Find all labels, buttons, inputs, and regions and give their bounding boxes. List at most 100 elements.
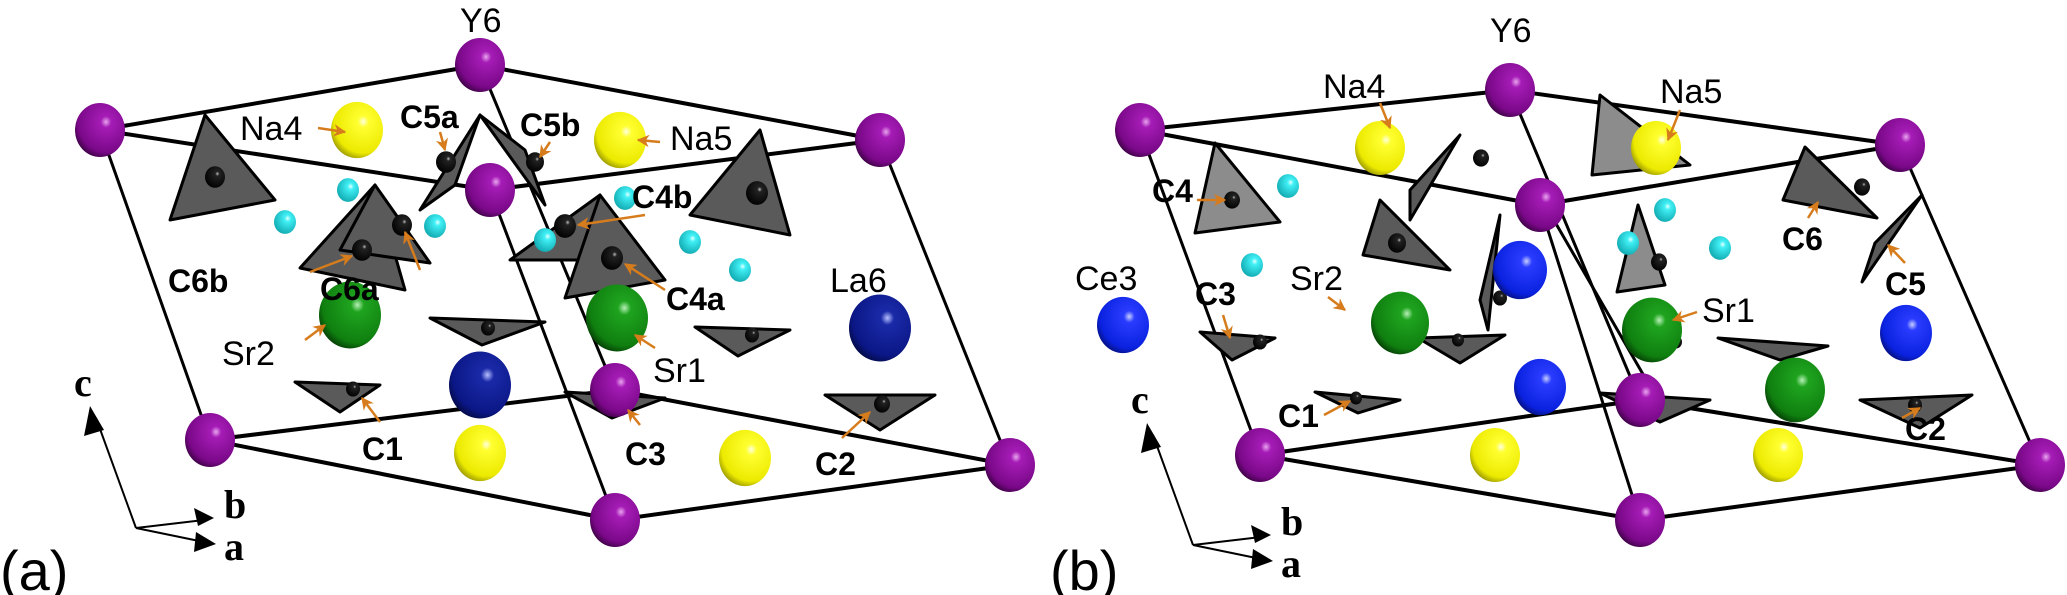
axis-b-line — [135, 519, 205, 529]
atom-y — [455, 38, 505, 92]
arrow-c1 — [1323, 399, 1352, 417]
atom-y — [1235, 428, 1285, 482]
cell-edge — [613, 463, 1012, 522]
atom-c — [874, 395, 890, 413]
atom-na — [1470, 428, 1520, 482]
atom-label-na4: Na4 — [1323, 68, 1385, 106]
panel-label: (a) — [0, 539, 68, 595]
atom-sr — [1765, 357, 1825, 423]
axis-c-arrowhead-icon — [84, 406, 104, 436]
axis-a-line — [1192, 544, 1262, 560]
atom-y — [1485, 63, 1535, 117]
atom-o — [424, 214, 446, 238]
atom-y — [1615, 493, 1665, 547]
atom-o — [1617, 231, 1639, 255]
atom-sr1 — [586, 284, 648, 352]
atom-label-ce3: Ce3 — [1075, 260, 1137, 298]
axis-label-c: c — [74, 360, 92, 405]
atom-label-c1: C1 — [362, 431, 403, 467]
arrow-c5a — [435, 131, 449, 152]
atom-label-sr1: Sr1 — [1702, 292, 1755, 330]
atom-y — [185, 413, 235, 467]
atom-na — [594, 111, 646, 169]
axis-c-line — [1152, 434, 1194, 546]
axis-b-arrowhead-icon — [1251, 525, 1271, 543]
cell-edge — [1638, 398, 2042, 467]
atom-c — [352, 239, 372, 261]
atom-y — [590, 363, 640, 417]
atom-y — [590, 493, 640, 547]
atom-sr2 — [1371, 291, 1429, 355]
cell-edge — [1538, 143, 1902, 207]
cell-edge — [1538, 203, 1642, 522]
cell-edge — [1898, 143, 2042, 467]
c-triangle-right — [693, 325, 792, 358]
atom-label-c4: C4 — [1152, 173, 1193, 209]
atom-c — [554, 214, 576, 238]
atom-y — [855, 113, 905, 167]
atom-label-c6: C6 — [1782, 221, 1823, 257]
atom-label-y6: Y6 — [460, 2, 502, 40]
atom-c — [205, 166, 225, 188]
cell-edge — [613, 388, 1012, 467]
atom-ce — [1493, 240, 1547, 300]
atom-na — [1355, 121, 1405, 175]
atom-o — [534, 228, 556, 252]
cell-edge — [1638, 463, 2042, 522]
atom-label-c6b: C6b — [168, 263, 228, 299]
atom-c — [1493, 290, 1507, 306]
axis-label-a: a — [224, 524, 244, 569]
atom-label-c5: C5 — [1885, 266, 1926, 302]
arrow-c1 — [361, 397, 381, 423]
atom-y — [1115, 103, 1165, 157]
cell-edge — [478, 63, 882, 142]
atom-o — [679, 230, 701, 254]
c4-triangle — [1193, 141, 1282, 235]
atom-y — [2015, 438, 2065, 492]
atom-na — [454, 424, 506, 482]
cell-edge — [1508, 88, 1642, 402]
arrow-na4 — [1378, 102, 1392, 130]
atom-c — [436, 151, 456, 173]
cell-edge — [488, 138, 882, 192]
atom-label-c6a: C6a — [320, 271, 379, 307]
atom-y — [465, 163, 515, 217]
arrow-sr2 — [1327, 296, 1346, 311]
cell-edge — [98, 128, 492, 192]
atom-c — [746, 181, 768, 205]
axis-c-arrowhead-icon — [1141, 423, 1161, 453]
atom-label-na5: Na5 — [670, 120, 732, 158]
atom-label-c3: C3 — [625, 436, 666, 472]
atom-c — [346, 381, 360, 397]
axis-a-arrowhead-icon — [194, 532, 216, 552]
atom-y — [1515, 178, 1565, 232]
cell-edge — [208, 438, 617, 522]
atom-ce — [1514, 358, 1566, 416]
arrow-c6 — [1806, 200, 1820, 219]
arrow-c4a — [623, 262, 666, 292]
atom-label-c5b: C5b — [520, 107, 580, 143]
arrow-c6a — [403, 230, 422, 271]
atom-c — [1388, 233, 1406, 253]
c2-triangle — [823, 393, 937, 432]
arrow-sr2 — [304, 324, 326, 341]
arrow-c3 — [627, 409, 641, 426]
atom-ce — [1880, 304, 1932, 362]
cell-edge — [208, 388, 617, 442]
atom-ce3 — [1097, 296, 1149, 354]
cell-edge — [1258, 453, 1642, 522]
atom-y — [985, 438, 1035, 492]
atom-label-la6: La6 — [830, 262, 887, 300]
cell-edge — [878, 138, 1012, 467]
arrow-c5 — [1887, 244, 1906, 264]
atom-c — [1452, 333, 1464, 347]
atom-sr1 — [1622, 297, 1682, 363]
atom-o — [1241, 253, 1263, 277]
atom-label-c2: C2 — [815, 446, 856, 482]
atom-na — [719, 429, 771, 487]
atom-c — [1253, 334, 1267, 350]
cell-edge — [1553, 220, 1657, 397]
atom-o — [1709, 236, 1731, 260]
